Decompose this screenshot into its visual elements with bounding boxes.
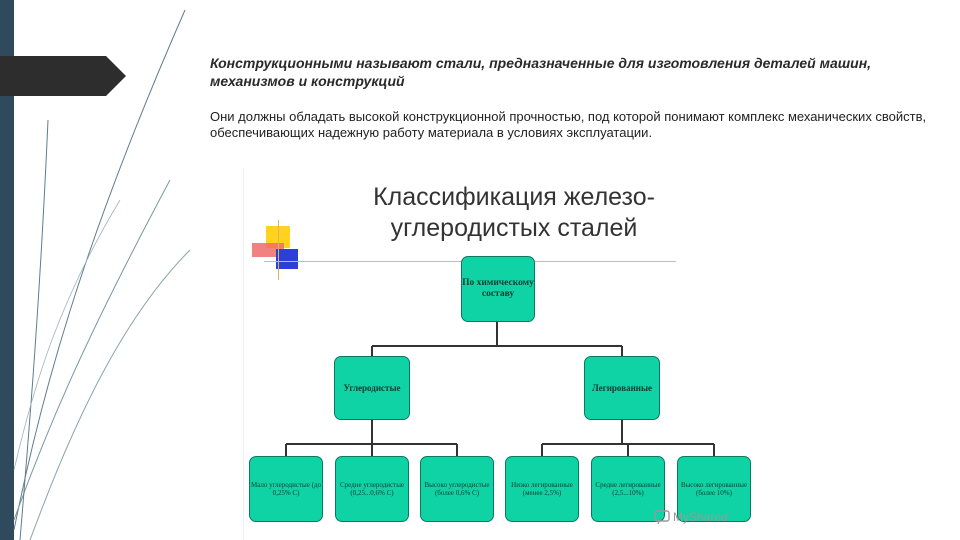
diagram-title-line-1: Классификация железо- <box>373 183 655 211</box>
node-leaf-medium-alloy: Средне легированные (2,5...10%) <box>591 456 665 522</box>
node-leaf-high-alloy: Высоко легированные (более 10%) <box>677 456 751 522</box>
diagram-title-line-2: углеродистых сталей <box>390 214 638 242</box>
slide-body-text: Они должны обладать высокой конструкцион… <box>210 109 927 140</box>
arrow-marker-icon <box>0 56 126 96</box>
watermark: MyShared <box>654 508 754 526</box>
blue-square-icon <box>276 249 298 269</box>
node-branch-alloy: Легированные <box>584 356 660 420</box>
slide-heading: Конструкционными называют стали, предназ… <box>210 55 872 89</box>
decorative-curves <box>13 9 191 540</box>
node-leaf-high-carbon: Высоко углеродистые (более 0,6% С) <box>420 456 494 522</box>
watermark-text: MyShared <box>673 510 728 524</box>
diagram-title: Классификация железо- углеродистых стале… <box>344 182 684 244</box>
node-leaf-low-alloy: Низко легированные (менее 2,5%) <box>505 456 579 522</box>
watermark-logo-icon <box>654 510 670 524</box>
left-accent-strip <box>0 0 14 540</box>
classification-diagram: Классификация железо- углеродистых стале… <box>243 168 756 540</box>
node-leaf-medium-carbon: Средне углеродистые (0,25...0,6% С) <box>335 456 409 522</box>
decorative-vertical-line <box>278 220 279 280</box>
node-branch-carbon: Углеродистые <box>334 356 410 420</box>
node-leaf-low-carbon: Мало углеродистые (до 0,25% С) <box>249 456 323 522</box>
node-root: По химическому составу <box>461 256 535 322</box>
